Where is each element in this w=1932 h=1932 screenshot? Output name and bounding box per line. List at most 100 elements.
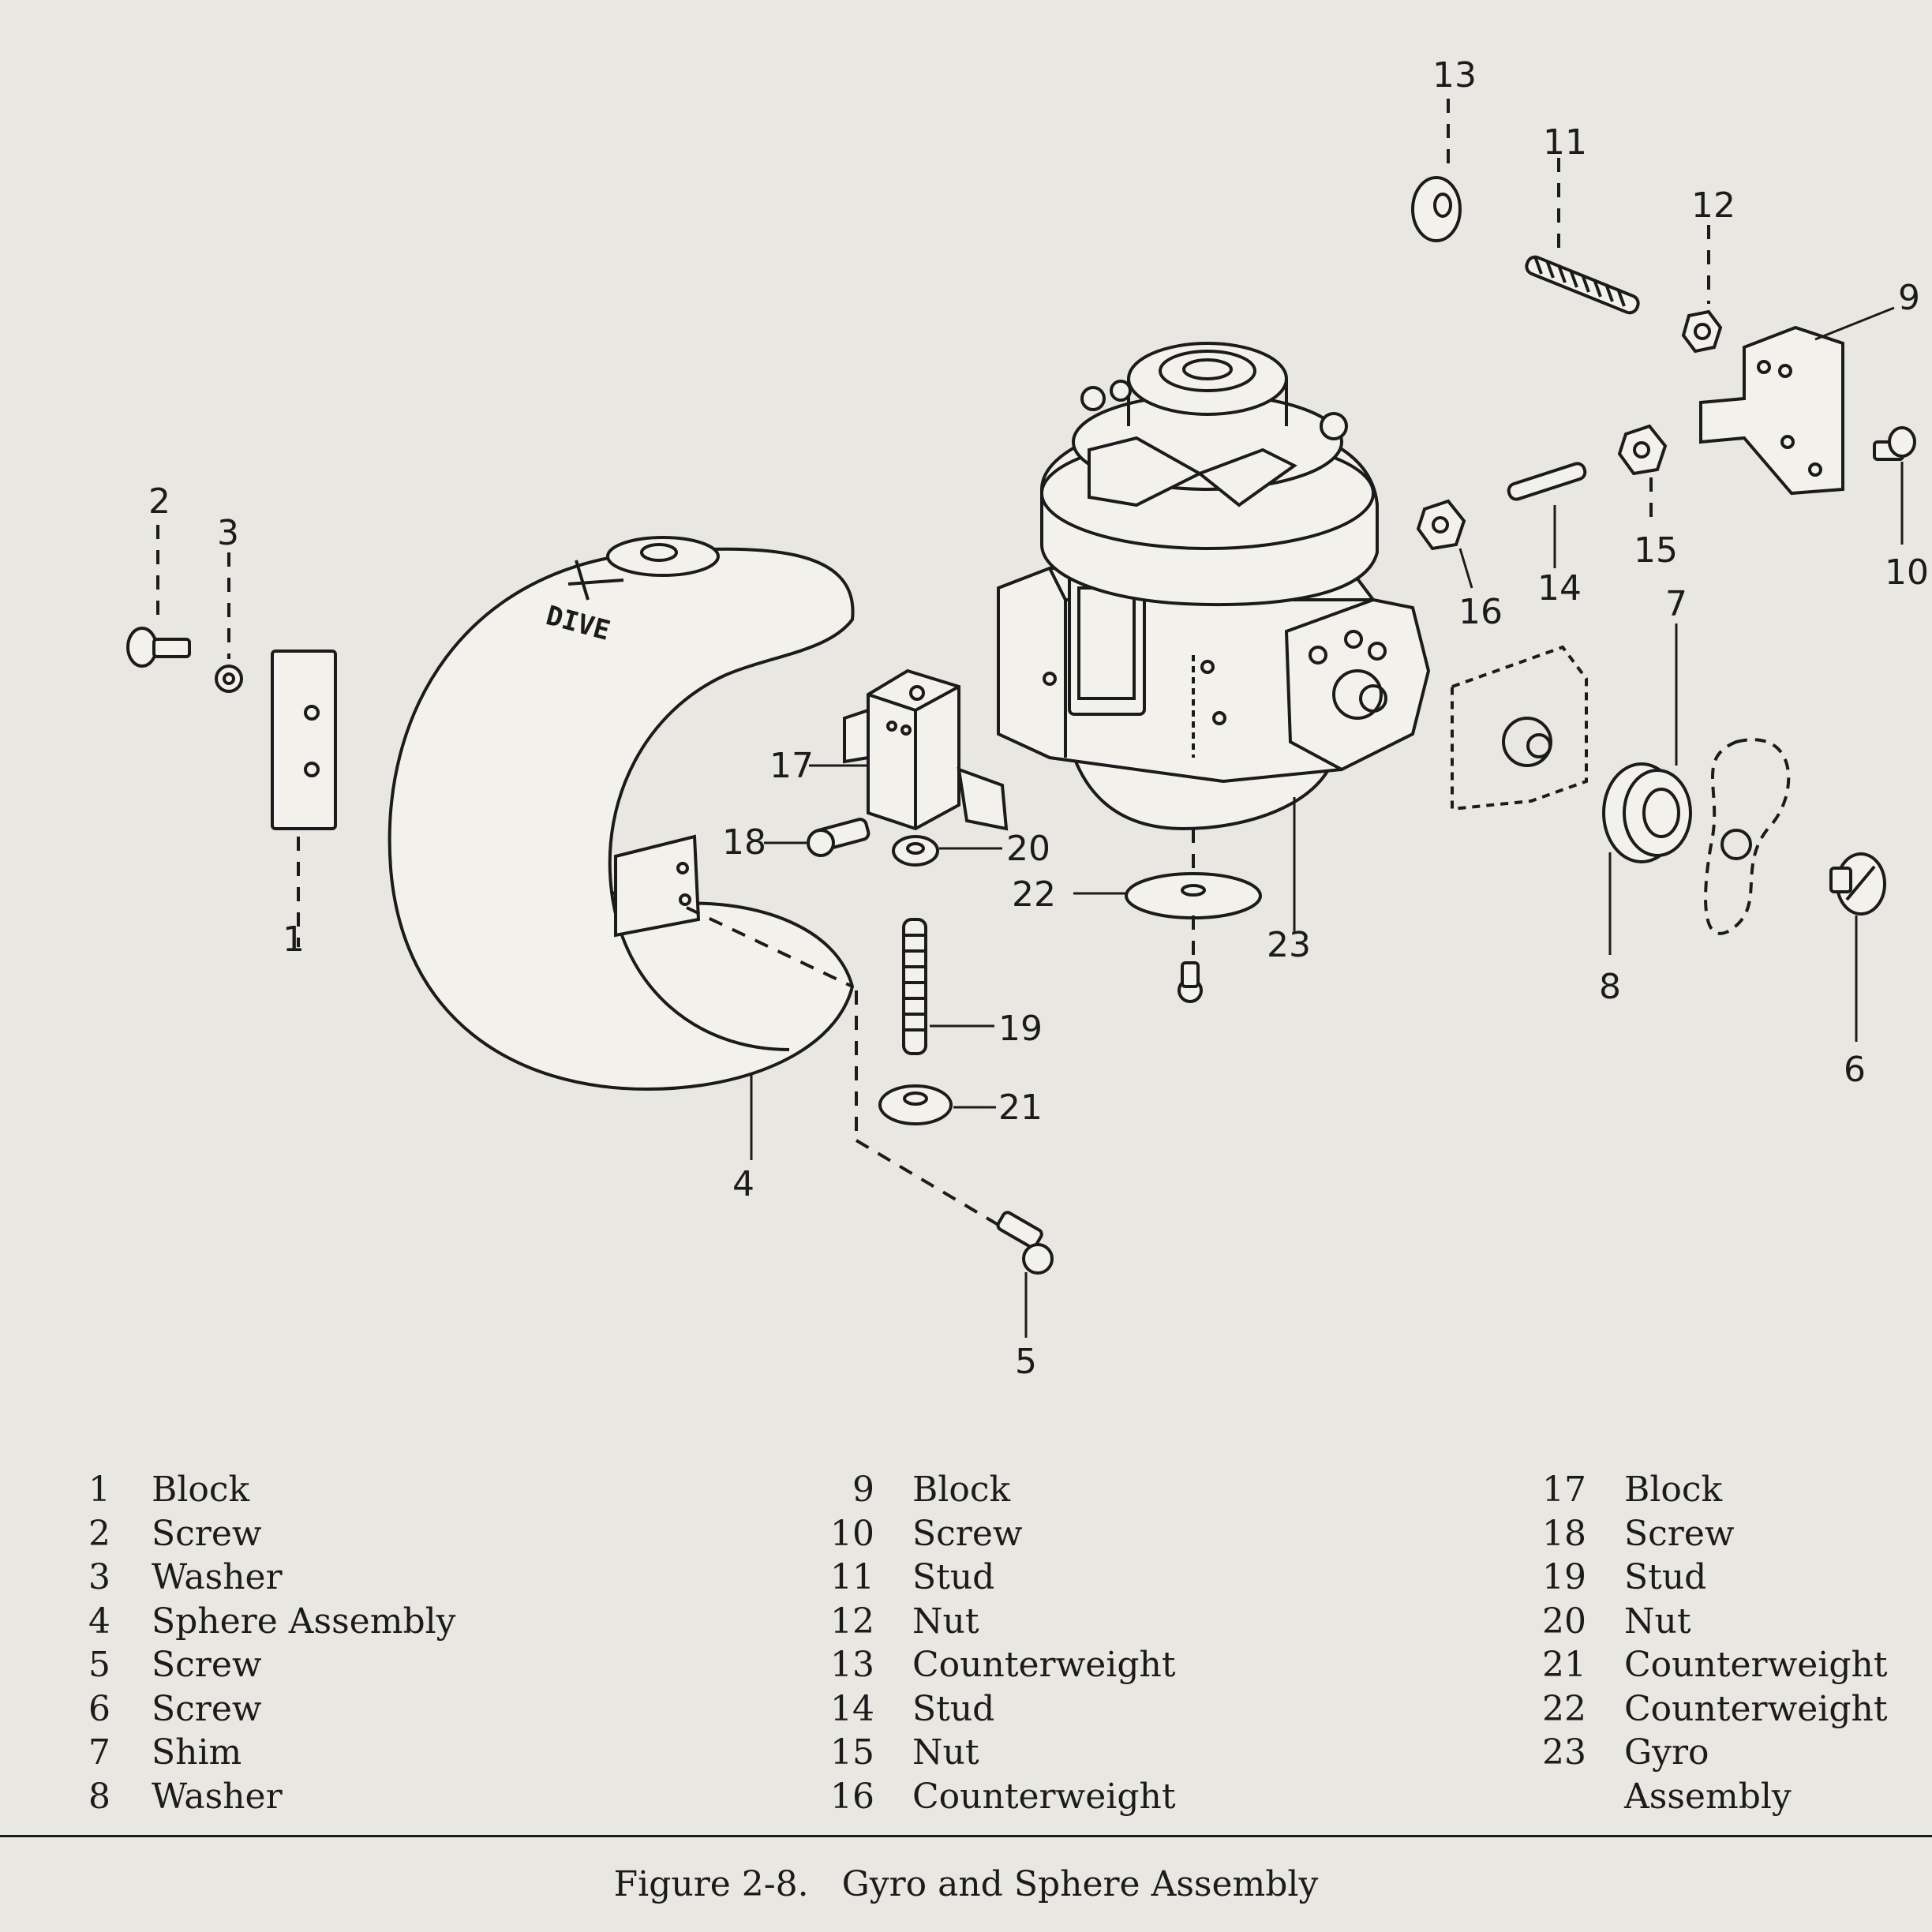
part-14-stud [1507, 462, 1587, 568]
callout-5: 5 [1015, 1342, 1037, 1382]
callout-9: 9 [1898, 278, 1920, 318]
part-name: Washer [152, 1776, 283, 1817]
parts-list-row: 19 Stud [1537, 1556, 1888, 1600]
exploded-view-diagram: DIVE [126, 55, 1929, 1382]
part-name: Screw [912, 1513, 1023, 1554]
callout-22: 22 [1012, 874, 1056, 915]
part-1-block [271, 650, 337, 947]
part-number: 23 [1542, 1732, 1586, 1773]
part-number: 15 [830, 1732, 874, 1773]
part-9-block [1699, 306, 1895, 496]
part-number: 18 [1542, 1513, 1586, 1554]
callout-18: 18 [722, 822, 766, 863]
part-6-screw [1829, 852, 1886, 1042]
part-number: 3 [88, 1557, 110, 1597]
part-15-nut [1617, 424, 1668, 521]
callout-19: 19 [998, 1009, 1043, 1049]
callout-13: 13 [1432, 55, 1477, 95]
part-number: 1 [88, 1470, 110, 1510]
part-number: 16 [830, 1776, 874, 1817]
parts-list-row: 14 Stud [821, 1687, 1176, 1732]
part-number: 22 [1542, 1688, 1586, 1729]
parts-list-row: Assembly [1537, 1775, 1888, 1819]
part-name: Stud [912, 1557, 995, 1597]
part-number: 13 [830, 1645, 874, 1685]
part-23-gyro-assembly [997, 342, 1431, 931]
callout-3: 3 [217, 513, 239, 553]
part-11-stud [1525, 158, 1640, 315]
part-name: Block [1624, 1470, 1723, 1510]
part-number: 20 [1542, 1601, 1586, 1642]
part-name: Nut [912, 1732, 979, 1773]
part-20-nut [892, 835, 1002, 867]
part-name: Stud [912, 1688, 995, 1729]
part-number: 10 [830, 1513, 874, 1554]
callout-14: 14 [1537, 568, 1582, 608]
part-10-screw [1873, 426, 1916, 545]
part-number: 8 [88, 1776, 110, 1817]
part-5-screw [855, 990, 1054, 1338]
part-2-screw [126, 525, 191, 668]
parts-list-row: 11 Stud [821, 1556, 1176, 1600]
part-name: Assembly [1624, 1776, 1792, 1817]
part-22-counterweight [1073, 829, 1262, 1003]
part-name: Nut [1624, 1601, 1691, 1642]
part-number: 19 [1542, 1557, 1586, 1597]
parts-list-row: 12 Nut [821, 1600, 1176, 1644]
part-16-counterweight [1416, 499, 1473, 589]
parts-list-row: 8 Washer [75, 1775, 456, 1819]
callout-8: 8 [1599, 967, 1621, 1007]
callout-15: 15 [1634, 530, 1678, 571]
caption-divider [0, 1835, 1932, 1837]
parts-list-row: 23 Gyro [1537, 1731, 1888, 1775]
part-number: 12 [830, 1601, 874, 1642]
part-name: Shim [152, 1732, 242, 1773]
part-name: Block [912, 1470, 1011, 1510]
part-number: 6 [88, 1688, 110, 1729]
part-number: 2 [88, 1513, 110, 1554]
part-name: Gyro [1624, 1732, 1709, 1773]
part-number: 14 [830, 1688, 874, 1729]
parts-list-row: 9 Block [821, 1468, 1176, 1512]
figure-caption: Figure 2-8. Gyro and Sphere Assembly [613, 1864, 1319, 1904]
gyro-side-bracket [1451, 645, 1588, 811]
part-4-sphere-assembly: DIVE [388, 536, 855, 1160]
part-19-stud [902, 918, 994, 1055]
part-number [1537, 1775, 1586, 1819]
part-name: Sphere Assembly [152, 1601, 456, 1642]
part-name: Nut [912, 1601, 979, 1642]
part-8-washer [1602, 623, 1692, 955]
parts-list-row: 15 Nut [821, 1731, 1176, 1775]
callout-23: 23 [1267, 925, 1311, 965]
part-name: Screw [152, 1645, 262, 1685]
callout-4: 4 [732, 1164, 754, 1204]
callout-1: 1 [283, 919, 305, 960]
callout-17: 17 [769, 746, 814, 786]
parts-list-row: 17 Block [1537, 1468, 1888, 1512]
part-number: 7 [88, 1732, 110, 1773]
parts-list-row: 20 Nut [1537, 1600, 1888, 1644]
part-name: Stud [1624, 1557, 1707, 1597]
callout-12: 12 [1691, 185, 1735, 226]
part-number: 9 [852, 1470, 874, 1510]
part-name: Counterweight [912, 1645, 1176, 1685]
callout-numbers: 1 2 3 4 5 6 7 8 9 10 11 12 13 14 15 16 1… [148, 55, 1929, 1382]
part-name: Counterweight [1624, 1645, 1888, 1685]
part-number: 17 [1542, 1470, 1586, 1510]
part-21-counterweight [878, 1084, 996, 1125]
parts-list-row: 10 Screw [821, 1512, 1176, 1556]
callout-21: 21 [998, 1088, 1043, 1128]
part-18-screw [764, 818, 871, 857]
part-12-nut [1681, 225, 1723, 354]
part-number: 11 [830, 1557, 874, 1597]
